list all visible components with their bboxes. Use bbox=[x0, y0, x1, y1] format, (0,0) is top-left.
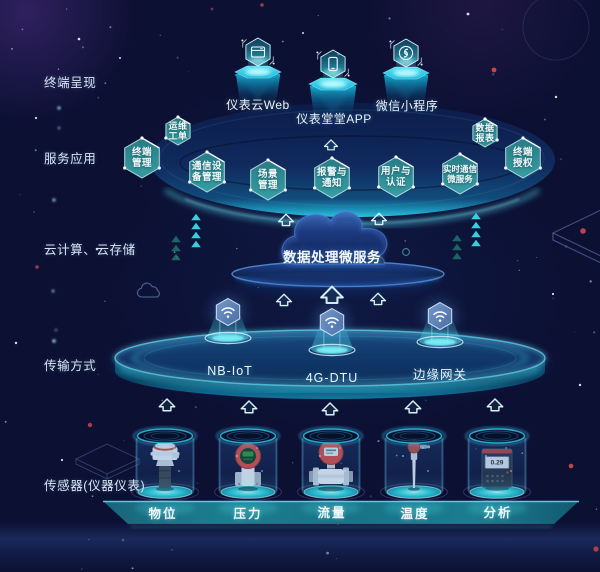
service-hexagon-4 bbox=[249, 158, 287, 201]
chevron-stack-left bbox=[191, 213, 201, 248]
arrow-to-cloud-left bbox=[275, 293, 293, 307]
cloud-node bbox=[280, 210, 388, 266]
service-hexagon-1 bbox=[123, 136, 161, 179]
chevron-stack-right-dim bbox=[452, 234, 462, 260]
pedestal-web bbox=[234, 52, 282, 104]
arrow-to-cloud-right bbox=[369, 292, 387, 306]
sensor-label-bar bbox=[103, 500, 579, 529]
badge-web bbox=[241, 37, 275, 67]
wifi-icon bbox=[221, 307, 235, 318]
arrow-sensor-1 bbox=[158, 398, 176, 412]
service-hexagon-8 bbox=[472, 117, 499, 148]
service-hexagon-7 bbox=[441, 152, 479, 195]
node-gateway bbox=[416, 300, 464, 349]
red-star-dots bbox=[35, 3, 599, 552]
background-horizon-band bbox=[0, 522, 600, 572]
service-hexagon-6 bbox=[377, 155, 415, 198]
wifi-icon bbox=[433, 311, 447, 322]
badge-wechat bbox=[389, 38, 423, 68]
arrow-sensor-5 bbox=[486, 398, 504, 412]
ring-decor bbox=[402, 248, 410, 256]
badge-app bbox=[316, 49, 350, 79]
sensor-cylinder-glass-2 bbox=[215, 426, 281, 499]
service-hexagon-2 bbox=[164, 115, 191, 146]
pedestal-wechat bbox=[382, 53, 430, 105]
cloud-platform bbox=[231, 260, 445, 290]
arrow-sensor-3 bbox=[321, 402, 339, 416]
wechat-miniprogram-icon bbox=[398, 45, 414, 61]
service-hexagon-5 bbox=[313, 156, 351, 199]
chevron-stack-left-dim bbox=[171, 235, 181, 261]
wireframe-slab-right bbox=[551, 209, 600, 264]
browser-window-icon bbox=[250, 46, 266, 58]
sensor-cylinder-glass-3 bbox=[298, 426, 364, 499]
sensor-cylinder-glass-1 bbox=[132, 426, 198, 499]
service-hexagon-9 bbox=[504, 136, 542, 179]
sensor-cylinder-glass-5 bbox=[464, 426, 530, 499]
side-connector-dots bbox=[51, 106, 61, 343]
mobile-app-icon bbox=[328, 56, 338, 72]
service-hexagons bbox=[123, 115, 542, 201]
wireframe-slab-left bbox=[74, 443, 141, 480]
node-nbiot bbox=[204, 296, 252, 345]
chevron-stack-right bbox=[471, 212, 481, 247]
wifi-icon bbox=[325, 317, 339, 328]
node-4gdtu bbox=[308, 306, 356, 357]
sensor-cylinder-glass-4 bbox=[381, 426, 447, 499]
cloud-glyph-decor bbox=[136, 282, 160, 298]
arrow-sensor-2 bbox=[240, 400, 258, 414]
faint-circle-decor bbox=[522, 0, 590, 61]
service-hexagon-3 bbox=[188, 150, 226, 193]
arrow-sensor-4 bbox=[404, 400, 422, 414]
